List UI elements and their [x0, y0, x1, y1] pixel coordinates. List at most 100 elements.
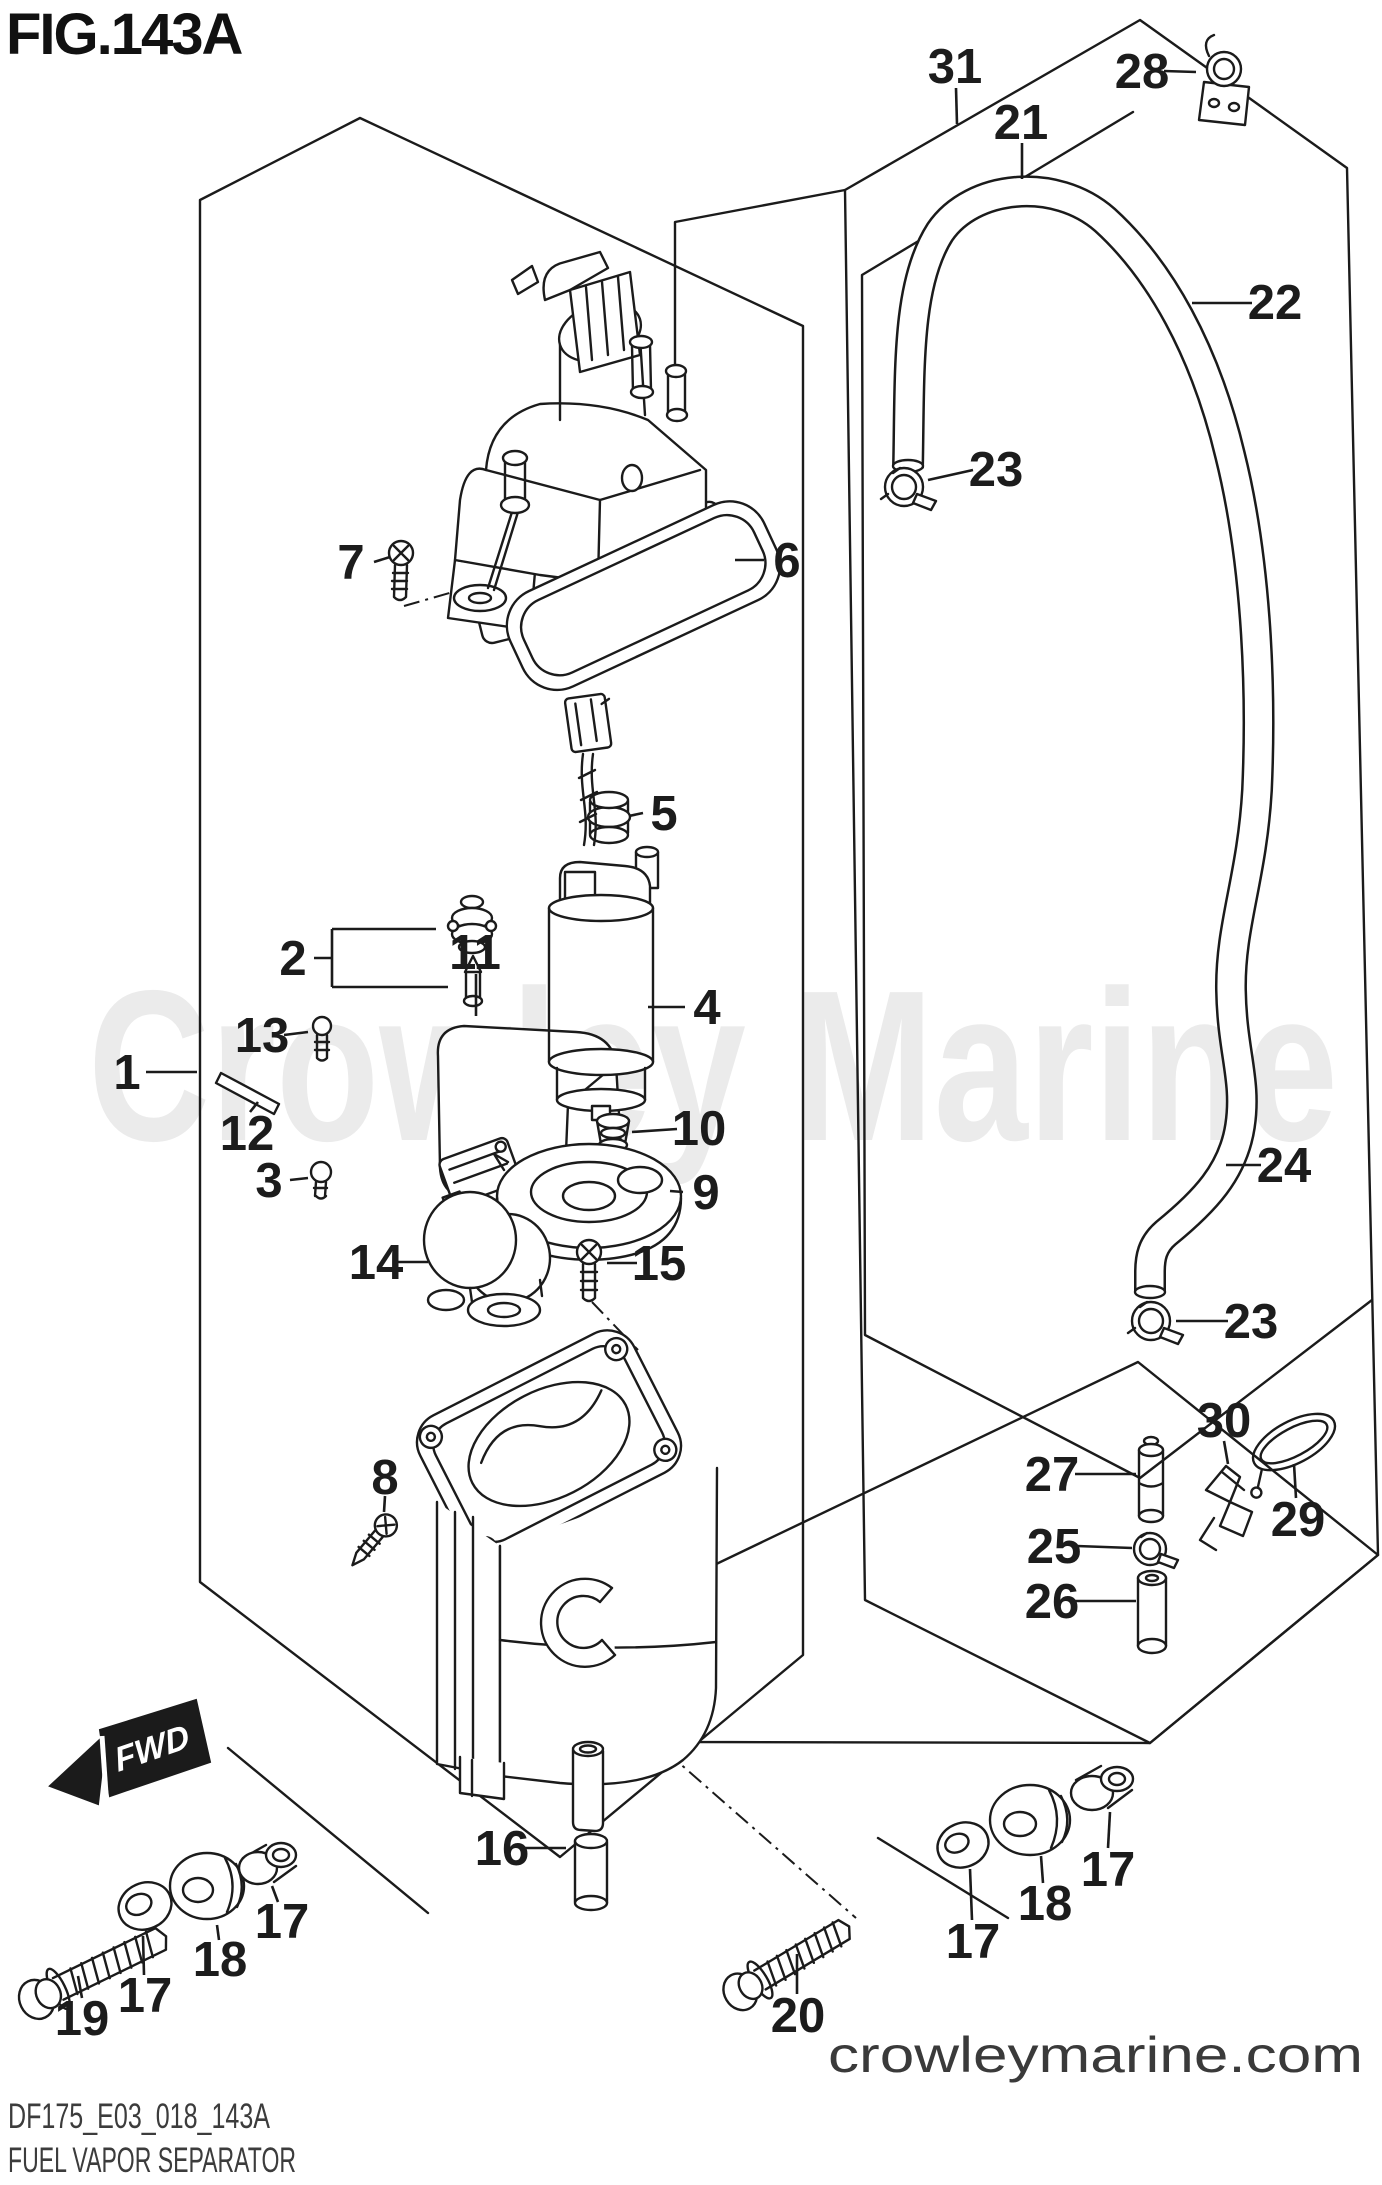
callout-28-label: 28 — [1115, 45, 1170, 99]
callout-26-label: 26 — [1025, 1575, 1080, 1629]
callout-19-leader — [76, 1975, 84, 1999]
callout-21-label: 21 — [994, 96, 1049, 150]
callout-17-leader — [141, 1935, 146, 1976]
inner-sheet-edge — [673, 188, 847, 374]
callout-17-label: 17 — [255, 1895, 310, 1949]
screw-13 — [311, 1015, 333, 1062]
callout-13-label: 13 — [235, 1009, 290, 1063]
callout-19-label: 19 — [55, 1992, 110, 2046]
callout-5-label: 5 — [650, 787, 677, 841]
grommet-5 — [586, 790, 632, 845]
axis-screw7 — [403, 589, 461, 607]
clip-30 — [1198, 1464, 1254, 1552]
hose-clamp-25 — [1132, 1531, 1180, 1570]
callout-5-leader — [628, 811, 644, 818]
hose-clamp-23-lower — [1126, 1300, 1185, 1346]
figure-title: FIG.143A — [6, 2, 243, 67]
callout-11-label: 11 — [449, 926, 501, 980]
callout-12-label: 12 — [220, 1107, 275, 1161]
drawing-code: DF175_E03_018_143A — [8, 2097, 270, 2136]
callout-22-label: 22 — [1248, 276, 1303, 330]
callout-24-label: 24 — [1257, 1139, 1312, 1193]
callout-25-leader — [1076, 1544, 1133, 1550]
pressure-regulator-14 — [422, 1190, 552, 1328]
guide-line-right — [876, 1836, 1010, 1920]
separator-tank — [415, 1329, 719, 1801]
hose-clamp-23-upper — [879, 466, 938, 512]
bolt-20 — [722, 1918, 851, 2012]
callout-7-leader — [373, 555, 391, 564]
watermark-text: Crowley Marine — [88, 945, 1338, 1186]
callout-17-label: 17 — [946, 1915, 1001, 1969]
callout-10-leader — [631, 1127, 678, 1134]
bolt-19 — [17, 1926, 168, 2021]
screw-3 — [309, 1160, 333, 1200]
screw-15 — [575, 1238, 603, 1303]
callout-20-label: 20 — [771, 1989, 826, 2043]
callout-29-leader — [1292, 1463, 1298, 1499]
stud-right — [664, 363, 689, 423]
grommet-18-left — [168, 1851, 246, 1921]
callout-18-leader — [1039, 1855, 1045, 1884]
callout-8-leader — [382, 1495, 387, 1513]
screw-8 — [351, 1513, 399, 1567]
brand-website[interactable]: crowleymarine.com — [828, 2027, 1363, 2083]
callout-14-label: 14 — [349, 1236, 404, 1290]
callout-29-label: 29 — [1271, 1493, 1326, 1547]
callout-23-label: 23 — [969, 443, 1024, 497]
callout-9-label: 9 — [692, 1166, 719, 1220]
callout-27-label: 27 — [1025, 1448, 1080, 1502]
callout-9-leader — [669, 1189, 684, 1194]
fuel-hose — [891, 175, 1275, 1300]
fuel-pump — [547, 692, 660, 1122]
callout-17-leader — [270, 1885, 280, 1903]
left-panel-outline — [198, 116, 805, 1859]
right-panel-outline — [843, 18, 1380, 1745]
rod-12 — [214, 1071, 281, 1116]
callout-25-label: 25 — [1027, 1520, 1082, 1574]
callout-30-leader — [1222, 1440, 1230, 1465]
callout-12-leader — [248, 1101, 260, 1113]
bushing-17-left — [237, 1841, 298, 1886]
joint-pipe-27 — [1137, 1435, 1165, 1524]
stud-left — [486, 449, 531, 592]
callout-16-label: 16 — [475, 1822, 530, 1876]
bushing-17-right — [1069, 1764, 1135, 1812]
callout-18-label: 18 — [1018, 1877, 1073, 1931]
axis-bolt20 — [595, 1689, 857, 1919]
washer-17-right — [936, 1821, 990, 1869]
figure-caption: FUEL VAPOR SEPARATOR — [8, 2141, 296, 2180]
gasket — [505, 500, 782, 692]
callout-10-label: 10 — [672, 1102, 727, 1156]
snap-ring-29 — [1250, 1412, 1337, 1499]
callout-6-label: 6 — [773, 534, 800, 588]
callout-17-leader — [968, 1868, 974, 1921]
callout-4-label: 4 — [693, 981, 720, 1035]
callout-2-label: 2 — [279, 932, 306, 986]
callout-17-leader — [1106, 1811, 1112, 1849]
callout-1-label: 1 — [113, 1046, 140, 1100]
washer-17-left — [117, 1881, 173, 1931]
callout-18-leader — [215, 1924, 221, 1941]
cover-port — [620, 463, 644, 493]
clamp-holder-28 — [1197, 33, 1251, 127]
callout-18-label: 18 — [193, 1933, 248, 1987]
callout-3-label: 3 — [255, 1154, 282, 1208]
callout-23-label: 23 — [1224, 1295, 1279, 1349]
tube-26 — [1136, 1569, 1168, 1655]
callout-30-label: 30 — [1197, 1394, 1252, 1448]
grommet-18-right — [988, 1783, 1072, 1857]
callout-31-leader — [954, 87, 959, 125]
stud-middle — [628, 334, 655, 400]
callout-13-leader — [283, 1030, 309, 1037]
connector-tower — [510, 250, 642, 374]
guide-line-left — [226, 1746, 430, 1915]
fwd-flag: FWD — [48, 1698, 212, 1806]
callout-3-leader — [289, 1176, 309, 1182]
tank-port — [539, 1577, 617, 1668]
callout-17-label: 17 — [118, 1969, 173, 2023]
callout-15-label: 15 — [632, 1237, 687, 1291]
callout-28-leader — [1163, 69, 1197, 74]
